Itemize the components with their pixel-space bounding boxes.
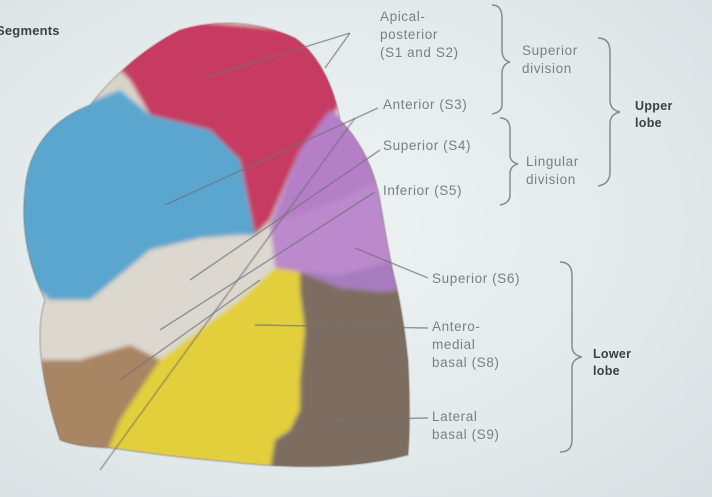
- label-superior-lower: Superior (S6): [432, 270, 520, 288]
- label-lower-lobe: Lower lobe: [593, 346, 631, 380]
- figure-heading: Segments: [0, 22, 60, 40]
- bracket-lower-lobe: [560, 262, 582, 452]
- label-line: Apical-: [380, 8, 459, 26]
- label-superior-division: Superior division: [522, 42, 578, 78]
- label-anterior: Anterior (S3): [383, 96, 467, 114]
- label-upper-lobe: Upper lobe: [635, 98, 673, 132]
- label-line: Anterior (S3): [383, 96, 467, 114]
- label-line: Lateral: [432, 408, 500, 426]
- label-apical-posterior: Apical- posterior (S1 and S2): [380, 8, 459, 62]
- label-line: Superior (S4): [383, 137, 471, 155]
- label-line: division: [526, 171, 579, 189]
- label-anteromedial-basal: Antero- medial basal (S8): [432, 318, 500, 372]
- label-superior-lingular: Superior (S4): [383, 137, 471, 155]
- label-inferior-lingular: Inferior (S5): [383, 182, 462, 200]
- label-line: posterior: [380, 26, 459, 44]
- bracket-superior-division: [492, 5, 510, 114]
- label-line: Lingular: [526, 153, 579, 171]
- label-line: Superior: [522, 42, 578, 60]
- bracket-upper-lobe: [598, 38, 620, 186]
- label-line: lobe: [593, 363, 631, 380]
- label-line: (S1 and S2): [380, 44, 459, 62]
- label-line: Inferior (S5): [383, 182, 462, 200]
- label-line: lobe: [635, 115, 673, 132]
- label-line: Lower: [593, 346, 631, 363]
- label-line: division: [522, 60, 578, 78]
- label-line: medial: [432, 336, 500, 354]
- label-lingular-division: Lingular division: [526, 153, 579, 189]
- bracket-lingular-division: [500, 118, 518, 205]
- label-line: Upper: [635, 98, 673, 115]
- label-line: Antero-: [432, 318, 500, 336]
- label-line: Superior (S6): [432, 270, 520, 288]
- label-line: basal (S8): [432, 354, 500, 372]
- label-lateral-basal: Lateral basal (S9): [432, 408, 500, 444]
- label-line: basal (S9): [432, 426, 500, 444]
- leader-apical-posterior-2: [325, 33, 350, 68]
